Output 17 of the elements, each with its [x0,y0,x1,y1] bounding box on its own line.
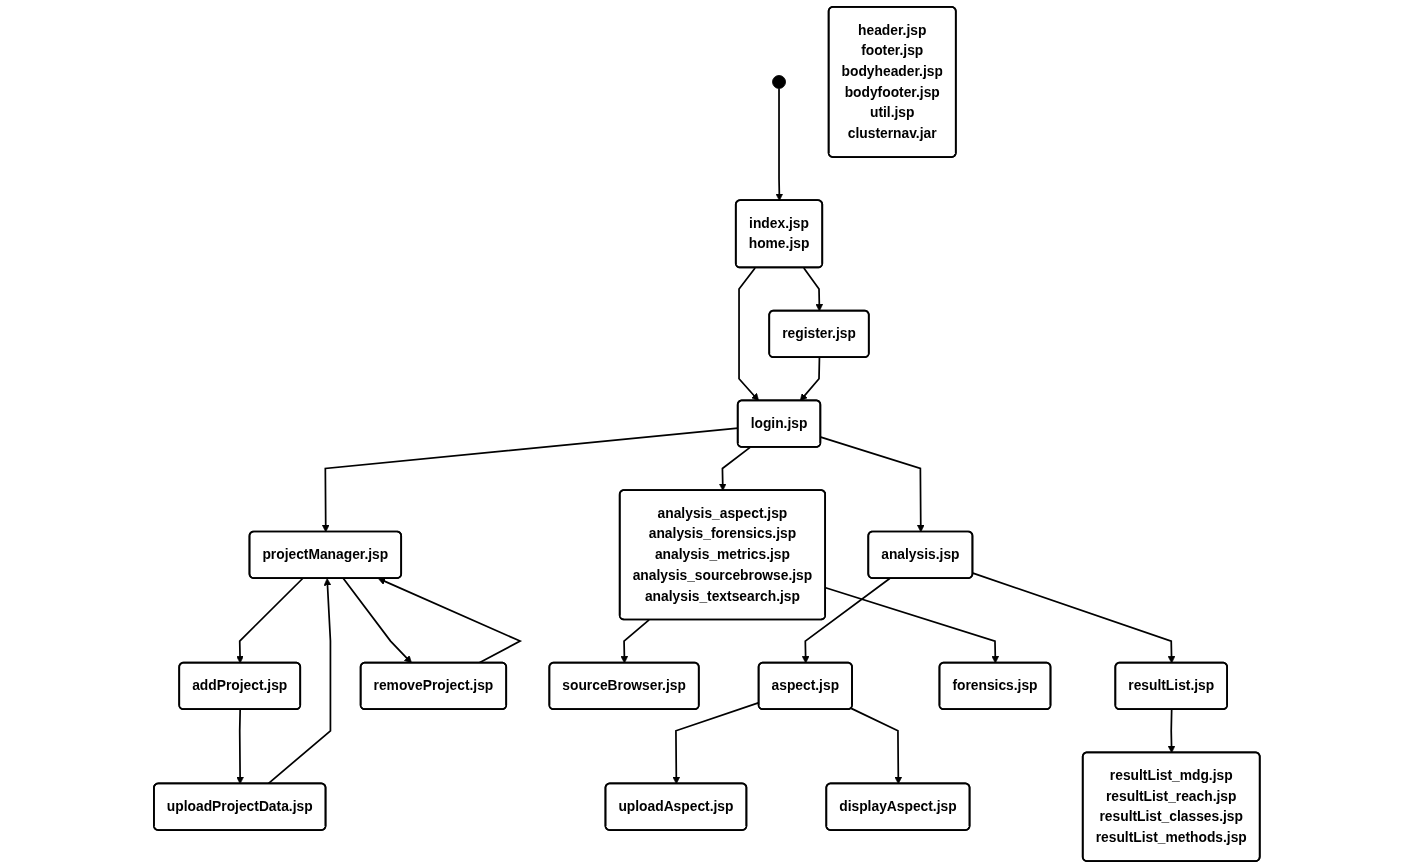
arrow [803,267,824,312]
node-circle [772,75,787,89]
arrow [850,707,903,785]
arrow [820,436,925,533]
arrow [620,619,651,664]
arrow [775,87,784,201]
arrow [800,356,821,402]
arrow [1167,708,1176,754]
arrow [236,577,304,664]
arrow [972,572,1176,664]
arrow [236,708,245,785]
arrow [342,577,413,664]
arrow [267,578,332,785]
arrow [802,577,891,664]
arrow [719,446,752,491]
arrow [738,267,760,402]
arrow [378,577,523,664]
